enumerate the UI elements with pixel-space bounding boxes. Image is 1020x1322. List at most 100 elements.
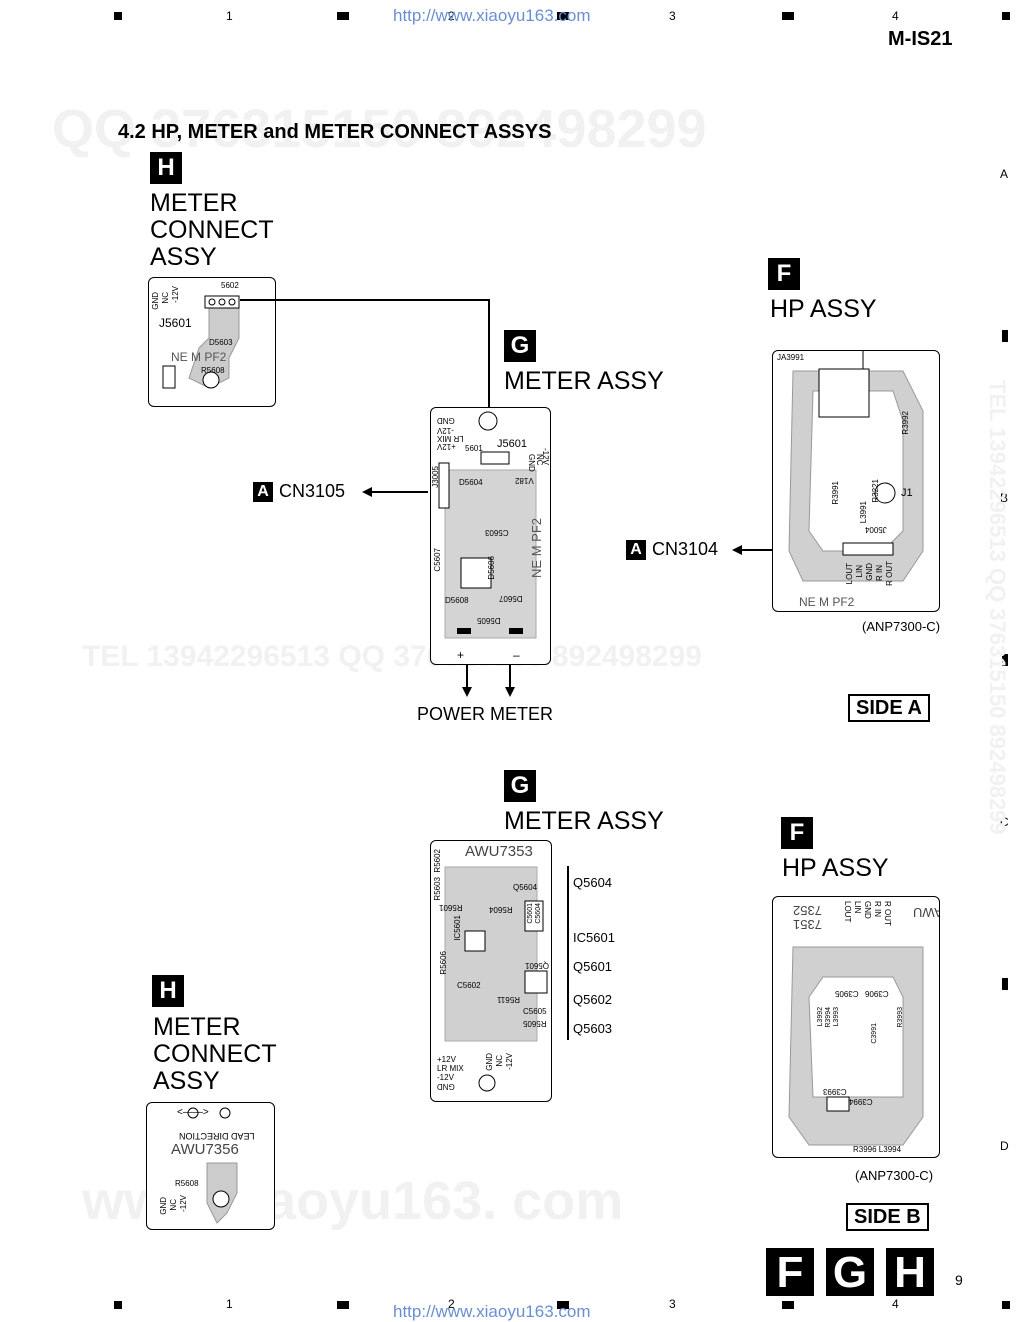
meter-connect-label: METER CONNECT ASSY <box>153 1013 277 1095</box>
pcb-text: J3005 <box>431 466 440 488</box>
connector-tag: A <box>253 482 273 503</box>
assy-letter-h: H <box>152 975 184 1007</box>
pcb-text: C3906 <box>865 989 889 998</box>
part-label: Q5604 <box>573 875 613 890</box>
pcb-text: +12V <box>437 442 456 451</box>
pcb-code: AWU7353 <box>465 843 533 860</box>
pcb-text: 7351 <box>793 917 822 932</box>
pcb-text: Q5601 <box>525 961 550 970</box>
pcb-text: R5602 <box>433 849 442 873</box>
pcb-text: NE M PF2 <box>171 350 227 364</box>
grid-number: 3 <box>669 9 676 23</box>
pcb-code: AWU7356 <box>171 1141 239 1158</box>
hp-pcb-side-b: AWU 7352 7351 LOUT LIN GND R IN R OUT C3… <box>772 896 940 1158</box>
hp-assy-label: HP ASSY <box>770 295 877 323</box>
pcb-text: Q5604 <box>513 883 538 892</box>
pcb-text: NE M PF2 <box>529 518 544 578</box>
registration-mark <box>782 1301 794 1309</box>
meter-assy-label: METER ASSY <box>504 367 664 395</box>
pcb-text: C5603 <box>485 528 509 537</box>
power-meter-label: POWER METER <box>417 704 554 724</box>
grid-number: 2 <box>448 1297 455 1311</box>
pcb-text: NE M PF2 <box>799 595 855 609</box>
pcb-text: R5604 <box>489 905 513 914</box>
lead-direction-arrow: <——> <box>177 1107 209 1118</box>
pcb-text: 7352 <box>793 903 822 918</box>
pcb-text: R5601 <box>439 903 463 912</box>
pcb-text: R5608 <box>175 1179 199 1188</box>
pcb-text: IC5601 <box>453 915 462 941</box>
pcb-text: NC <box>169 1199 178 1211</box>
side-b-label: SIDE B <box>846 1203 929 1231</box>
hp-part-code: (ANP7300-C) <box>862 619 941 634</box>
pcb-text: C5607 <box>433 548 442 572</box>
registration-mark <box>557 12 569 20</box>
section-title: 4.2 HP, METER and METER CONNECT ASSYS <box>118 121 552 143</box>
grid-number: 1 <box>226 1297 233 1311</box>
grid-number: 4 <box>892 9 899 23</box>
pcb-text: -12V <box>541 448 550 465</box>
minus-terminal: – <box>513 648 520 662</box>
registration-mark <box>1002 12 1010 20</box>
assy-letter-g: G <box>504 770 536 802</box>
assy-letter-h: H <box>150 152 182 184</box>
pcb-text: GND <box>865 563 874 581</box>
registration-mark <box>782 12 794 20</box>
pcb-text: R OUT <box>883 901 892 926</box>
pcb-text: R IN <box>875 565 884 581</box>
pcb-text: L3993 <box>833 1007 840 1027</box>
header-url[interactable]: http://www.xiaoyu163.com <box>393 6 591 25</box>
pcb-text: R3993 <box>897 1007 904 1028</box>
pcb-text: J5601 <box>497 438 527 450</box>
pcb-text: L3991 <box>859 501 868 524</box>
pcb-text: C5602 <box>457 981 481 990</box>
pcb-text: C3994 <box>849 1097 873 1106</box>
hp-pcb-side-a: JA3991 R3992 R3991 L3991 R3221 J1 J5004 … <box>772 350 940 612</box>
pcb-text: J1 <box>901 487 913 499</box>
pcb-text: C5605 <box>523 1007 547 1016</box>
grid-number: 4 <box>892 1297 899 1311</box>
pcb-text: V182 <box>515 476 534 485</box>
registration-mark <box>337 12 349 20</box>
pcb-code: AWU <box>913 905 940 920</box>
pcb-text: LIN <box>853 901 862 914</box>
footer-url[interactable]: http://www.xiaoyu163.com <box>393 1302 591 1321</box>
watermark: TEL 13942296513 QQ 376315150 892498299 <box>82 640 702 673</box>
pcb-text: -12V <box>505 1053 514 1070</box>
pcb-text: LOUT <box>845 563 854 585</box>
pcb-text: GND <box>159 1197 168 1215</box>
pcb-text: R3991 <box>831 481 840 505</box>
side-letter: D <box>1000 1139 1009 1153</box>
pcb-text: R5605 <box>523 1019 547 1028</box>
pcb-text: JA3991 <box>777 353 805 362</box>
pcb-text: R3994 <box>825 1007 832 1028</box>
meter-connect-label: METER CONNECT ASSY <box>150 189 274 271</box>
meter-connect-pcb-side-a: GND NC -12V 5602 J5601 D5603 NE M PF2 R5… <box>148 277 276 407</box>
registration-mark <box>114 1301 122 1309</box>
pcb-text: D5607 <box>499 594 523 603</box>
registration-mark <box>1002 654 1008 666</box>
pcb-text: R IN <box>873 901 882 917</box>
pcb-text: R5606 <box>439 951 448 975</box>
registration-mark <box>1002 1301 1010 1309</box>
pcb-text: GND <box>527 454 536 472</box>
side-letter: C <box>1000 815 1009 829</box>
model-number: M-IS21 <box>888 28 953 50</box>
pcb-text: GND <box>437 416 455 425</box>
pcb-text: NC <box>535 454 544 466</box>
pcb-text: C3905 <box>835 989 859 998</box>
grid-number: 1 <box>226 9 233 23</box>
grid-number: 3 <box>669 1297 676 1311</box>
side-a-label: SIDE A <box>848 694 930 722</box>
registration-mark <box>557 1301 569 1309</box>
pcb-text: GND <box>863 901 872 919</box>
pcb-text: C3993 <box>823 1087 847 1096</box>
hp-part-code: (ANP7300-C) <box>855 1168 934 1183</box>
page-number: 9 <box>955 1272 963 1288</box>
meter-pcb-side-a: GND -12V LR MIX +12V 5601 J5601 GND NC -… <box>430 407 551 665</box>
assy-letter-g: G <box>504 330 536 362</box>
pcb-text: GND <box>485 1053 494 1071</box>
part-label: Q5602 <box>573 992 613 1007</box>
pcb-text: L3992 <box>817 1007 824 1027</box>
part-label: Q5601 <box>573 959 613 974</box>
